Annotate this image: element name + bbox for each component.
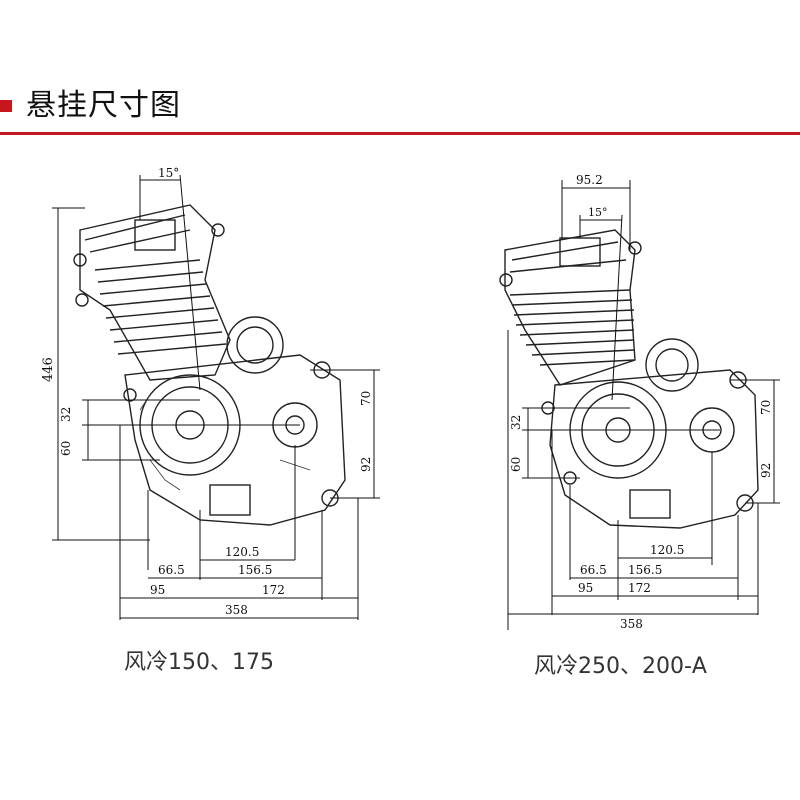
engine-head-left [73, 204, 231, 381]
dim-172-right: 172 [628, 581, 651, 595]
dim-156-5: 156.5 [238, 563, 272, 577]
dim-172: 172 [262, 583, 285, 597]
dim-120-5: 120.5 [225, 545, 259, 559]
dim-156-5-right: 156.5 [628, 563, 662, 577]
header-divider [0, 132, 800, 135]
dim-95-2: 95.2 [576, 173, 603, 187]
angle-label: 15° [158, 166, 179, 180]
dim-120-5-right: 120.5 [650, 543, 684, 557]
engine-crankcase-right [541, 338, 759, 529]
engine-diagram-right: 95.2 15° 32 60 70 92 120.5 66.5 156.5 95… [440, 160, 780, 630]
engine-drawing-left: 15° 446 32 60 70 92 120.5 66.5 156.5 95 … [41, 166, 380, 620]
dimension-lines-left [52, 174, 380, 620]
dim-60: 60 [59, 441, 73, 456]
dim-66-5-right: 66.5 [580, 563, 607, 577]
dim-70: 70 [359, 391, 373, 406]
angle-label-right: 15° [588, 206, 608, 219]
dim-70-right: 70 [759, 400, 773, 415]
engine-diagram-left: 15° 446 32 60 70 92 120.5 66.5 156.5 95 … [40, 160, 380, 630]
dim-60-right: 60 [509, 457, 523, 472]
section-header: 悬挂尺寸图 [0, 84, 800, 144]
dim-95-right: 95 [578, 581, 593, 595]
dim-92: 92 [359, 457, 373, 472]
header-marker [0, 100, 12, 112]
dim-95: 95 [150, 583, 165, 597]
dim-32-right: 32 [509, 415, 523, 430]
dim-66-5: 66.5 [158, 563, 185, 577]
caption-left: 风冷150、175 [124, 650, 274, 675]
dim-32: 32 [59, 407, 73, 422]
dim-358-right: 358 [620, 617, 643, 630]
dimension-lines-right [507, 180, 780, 630]
dim-446: 446 [41, 357, 56, 382]
dim-92-right: 92 [759, 463, 773, 478]
engine-crankcase-left [123, 316, 346, 526]
dim-358: 358 [225, 603, 248, 617]
caption-right: 风冷250、200-A [534, 654, 707, 679]
engine-head-right [499, 229, 642, 386]
page-title: 悬挂尺寸图 [26, 88, 181, 123]
engine-drawing-right: 95.2 15° 32 60 70 92 120.5 66.5 156.5 95… [499, 173, 780, 630]
